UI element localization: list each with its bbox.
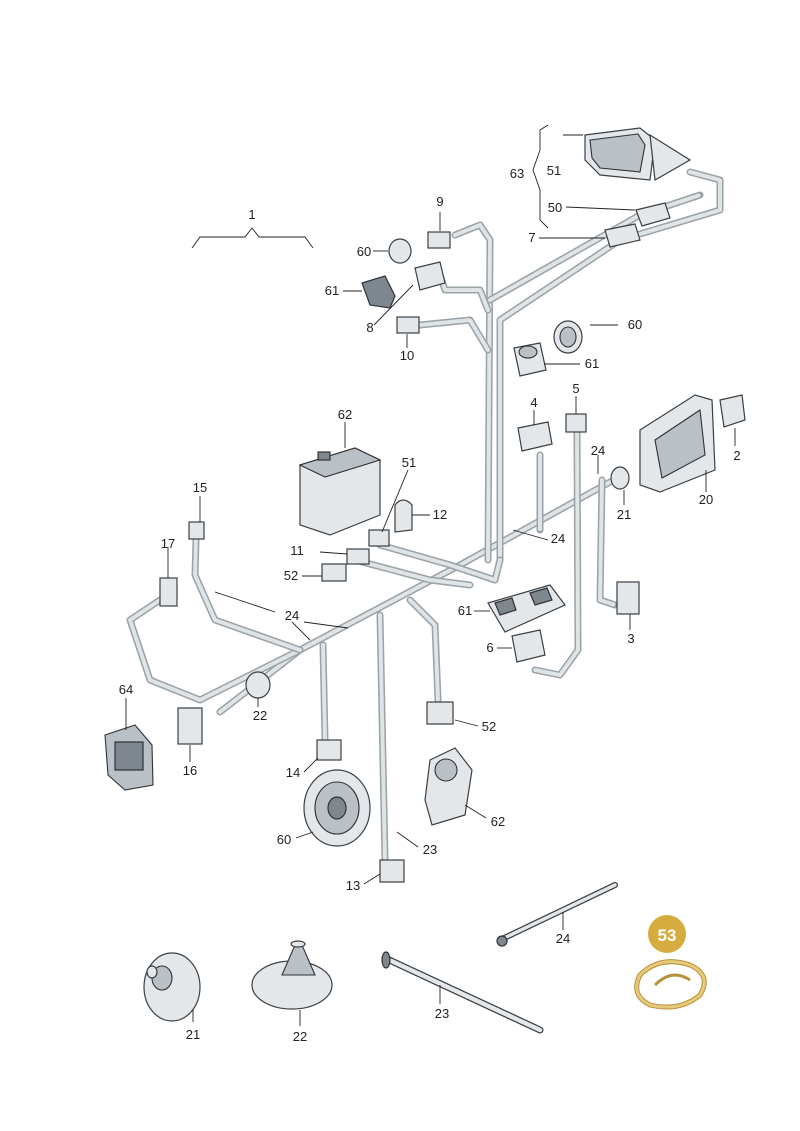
cap-60-top (388, 238, 412, 264)
connector-51-lower (368, 529, 390, 547)
connector-17 (159, 577, 178, 607)
highlighted-part-53 (634, 959, 707, 1010)
grommet-22-loose (251, 940, 333, 1010)
connector-8 (414, 261, 446, 291)
callout-labels: 1 9 60 61 8 10 51 63 50 7 60 61 62 4 5 2… (119, 163, 741, 1044)
loudspeaker-60 (303, 769, 371, 847)
callout-12: 12 (433, 507, 447, 522)
door-lock-64 (104, 724, 154, 791)
callout-61: 61 (325, 283, 339, 298)
wiring-harness (126, 168, 724, 864)
callout-2: 2 (733, 448, 740, 463)
callout-5: 5 (572, 381, 579, 396)
exterior-mirror (584, 127, 692, 181)
callout-52: 52 (482, 719, 496, 734)
callout-60: 60 (357, 244, 371, 259)
callout-8: 8 (366, 320, 373, 335)
connector-7 (604, 223, 641, 248)
window-switch-61 (487, 584, 566, 633)
callout-21: 21 (186, 1027, 200, 1042)
callout-3: 3 (627, 631, 634, 646)
callout-61: 61 (458, 603, 472, 618)
callout-24: 24 (556, 931, 570, 946)
callout-20: 20 (699, 492, 713, 507)
callout-7: 7 (528, 230, 535, 245)
callout-60: 60 (277, 832, 291, 847)
callout-24: 24 (551, 531, 565, 546)
callout-24: 24 (591, 443, 605, 458)
callout-14: 14 (286, 765, 300, 780)
connector-2 (719, 394, 746, 428)
switch-61-top (361, 275, 396, 309)
control-unit-62 (298, 447, 382, 536)
leader-lines (125, 124, 736, 1026)
connector-14 (316, 739, 342, 761)
connector-4 (517, 421, 553, 452)
badge-53: 53 (648, 915, 686, 953)
grommet-21-loose (143, 952, 201, 1022)
grommet-21-installed (610, 466, 630, 490)
lamp-60-right (553, 320, 583, 354)
callout-1: 1 (248, 207, 255, 222)
connector-10 (396, 316, 420, 334)
window-motor-62 (424, 747, 473, 826)
callout-11: 11 (290, 543, 304, 558)
callout-16: 16 (183, 763, 197, 778)
callout-51: 51 (547, 163, 561, 178)
connector-52-upper (321, 563, 347, 582)
callout-24: 24 (285, 608, 299, 623)
cable-tie-23 (381, 951, 544, 1034)
callout-13: 13 (346, 878, 360, 893)
callout-10: 10 (400, 348, 414, 363)
connector-50 (635, 202, 671, 227)
callout-64: 64 (119, 682, 133, 697)
callout-61: 61 (585, 356, 599, 371)
lamp-61-right (513, 342, 547, 377)
callout-50: 50 (548, 200, 562, 215)
connector-3 (616, 581, 640, 615)
cap-12 (394, 499, 413, 533)
callout-63: 63 (510, 166, 524, 181)
callout-62: 62 (338, 407, 352, 422)
grommet-20 (639, 394, 716, 493)
callout-51: 51 (402, 455, 416, 470)
callout-22: 22 (253, 708, 267, 723)
connector-6 (511, 629, 546, 663)
connector-9 (427, 231, 451, 249)
callout-22: 22 (293, 1029, 307, 1044)
connector-16 (177, 707, 203, 745)
callout-17: 17 (161, 536, 175, 551)
badge-53-label: 53 (658, 926, 677, 945)
callout-62: 62 (491, 814, 505, 829)
cable-tie-24 (496, 882, 618, 947)
callout-23: 23 (423, 842, 437, 857)
callout-6: 6 (486, 640, 493, 655)
connector-11 (346, 548, 370, 565)
callout-60: 60 (628, 317, 642, 332)
callout-15: 15 (193, 480, 207, 495)
callout-23: 23 (435, 1006, 449, 1021)
callout-52: 52 (284, 568, 298, 583)
grommet-22-installed (245, 671, 271, 699)
callout-9: 9 (436, 194, 443, 209)
callout-21: 21 (617, 507, 631, 522)
connector-13 (379, 859, 405, 883)
connector-52-lower (426, 701, 454, 725)
callout-4: 4 (530, 395, 537, 410)
connector-15 (188, 521, 205, 540)
connector-5 (565, 413, 587, 433)
